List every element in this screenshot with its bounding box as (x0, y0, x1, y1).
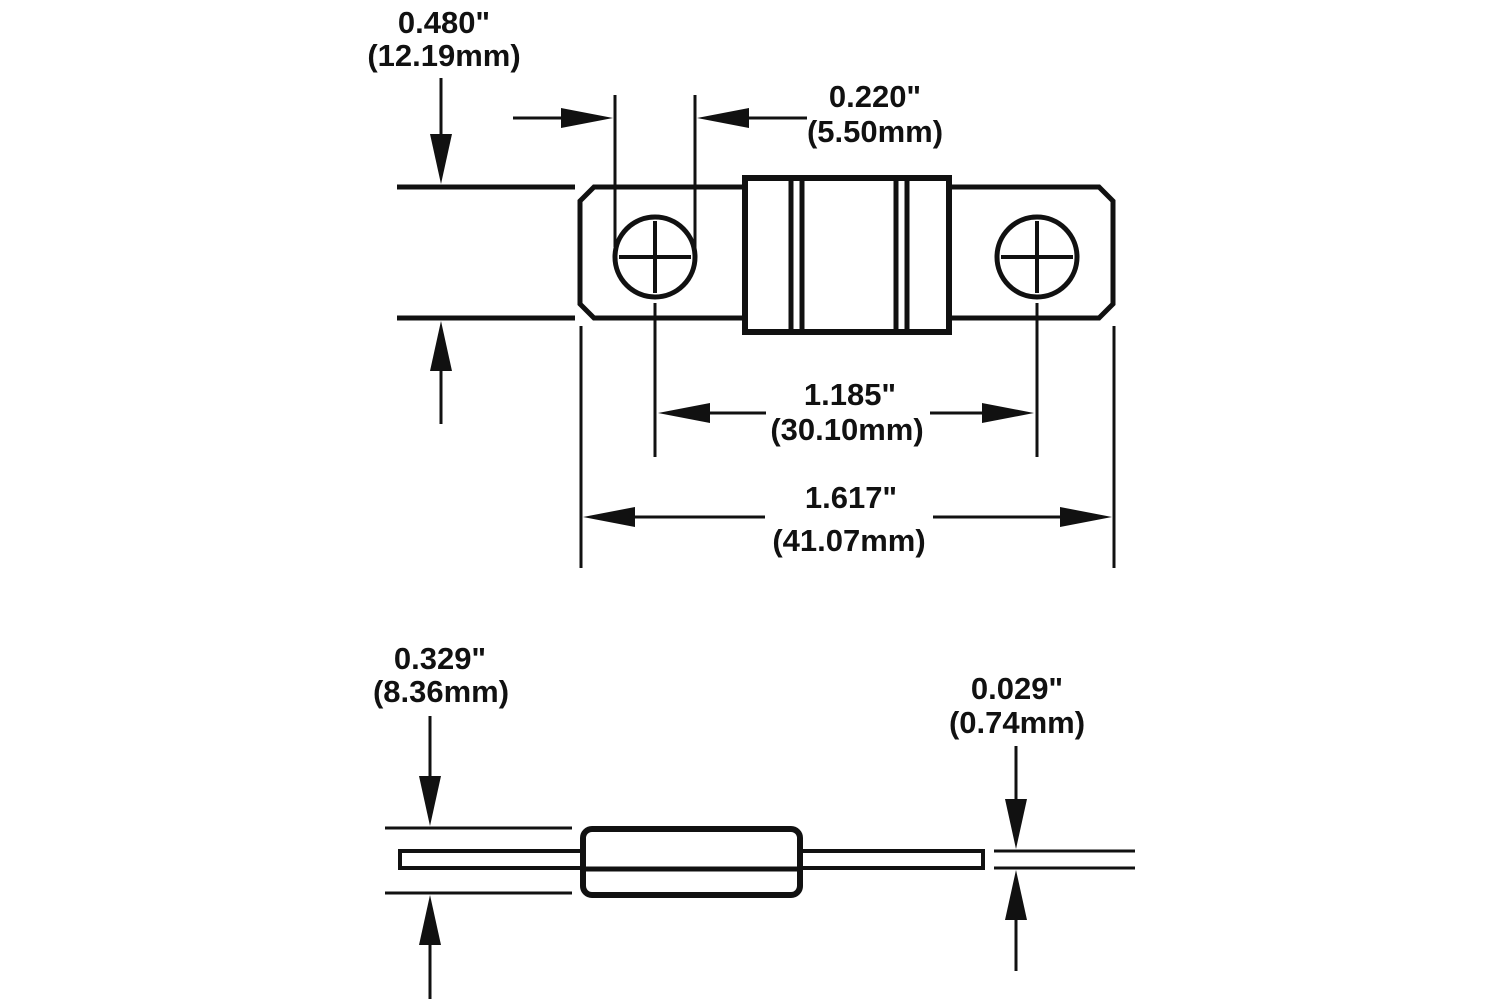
arrowhead-left (583, 507, 635, 527)
fuse-element-block (742, 175, 952, 335)
dim-hole-spacing: 1.185" (30.10mm) (653, 303, 1039, 457)
arrowhead-up (430, 321, 452, 371)
right-terminal-strip (793, 849, 985, 870)
side-view: 0.329" (8.36mm) 0.029" (0.74mm) (373, 641, 1135, 999)
dim-label-inches: 0.480" (398, 5, 490, 40)
dim-label-metric: (0.74mm) (949, 705, 1085, 740)
fuse-body-side (580, 826, 803, 898)
arrowhead-right (561, 108, 613, 128)
dim-terminal-thickness: 0.029" (0.74mm) (949, 671, 1135, 971)
dim-label-metric: (12.19mm) (367, 38, 520, 73)
arrowhead-left (658, 403, 710, 423)
dim-label-inches: 1.617" (805, 480, 897, 515)
arrowhead-left (697, 108, 749, 128)
arrowhead-right (982, 403, 1034, 423)
arrowhead-down (1005, 799, 1027, 849)
dim-label-metric: (41.07mm) (772, 523, 925, 558)
dim-plate-height: 0.480" (12.19mm) (367, 5, 575, 424)
left-terminal-strip (398, 849, 592, 870)
left-screw-icon (612, 214, 698, 300)
arrowhead-right (1060, 507, 1112, 527)
dim-label-metric: (5.50mm) (807, 114, 943, 149)
dim-label-inches: 0.220" (829, 79, 921, 114)
dim-hole-diameter: 0.220" (5.50mm) (513, 79, 943, 254)
arrowhead-down (430, 134, 452, 184)
right-screw-icon (994, 214, 1080, 300)
arrowhead-down (419, 776, 441, 826)
arrowhead-up (419, 895, 441, 945)
dim-label-inches: 1.185" (804, 377, 896, 412)
top-view: 0.480" (12.19mm) 0.220" (5.50mm) 1.185" … (367, 5, 1116, 568)
dim-overall-length: 1.617" (41.07mm) (579, 326, 1116, 568)
dim-label-inches: 0.329" (394, 641, 486, 676)
dim-label-metric: (30.10mm) (770, 412, 923, 447)
dim-label-metric: (8.36mm) (373, 674, 509, 709)
dim-label-inches: 0.029" (971, 671, 1063, 706)
dim-body-height: 0.329" (8.36mm) (373, 641, 572, 999)
arrowhead-up (1005, 870, 1027, 920)
